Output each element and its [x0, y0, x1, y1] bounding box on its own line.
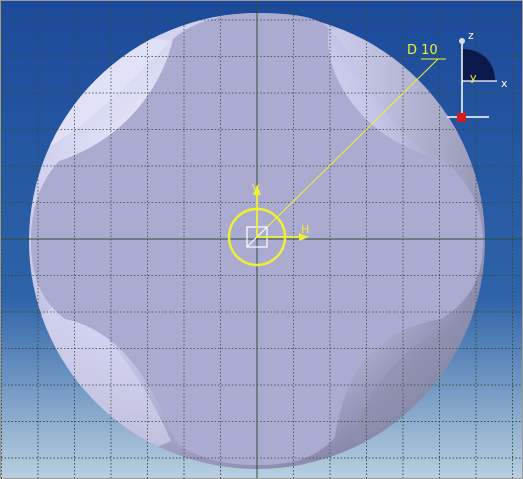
sketch-geometry[interactable]: D 10 V H	[227, 43, 446, 267]
compass-x-label: x	[501, 77, 508, 90]
dimension-leader-line	[256, 58, 439, 238]
compass-widget[interactable]: z x y	[447, 29, 508, 122]
compass-base-handle[interactable]	[457, 113, 466, 122]
diameter-dimension-label[interactable]: D 10	[407, 43, 438, 58]
compass-plane-sector[interactable]	[462, 49, 495, 81]
compass-y-label: y	[470, 71, 477, 84]
compass-top-handle[interactable]	[459, 38, 465, 44]
compass-z-label: z	[468, 29, 474, 42]
h-axis-label: H	[301, 223, 309, 236]
flute-shade-bottom-left	[29, 301, 171, 469]
h-axis-arrowhead	[299, 233, 309, 241]
v-axis-label: V	[252, 182, 260, 195]
v-axis-arrowhead	[253, 185, 261, 195]
